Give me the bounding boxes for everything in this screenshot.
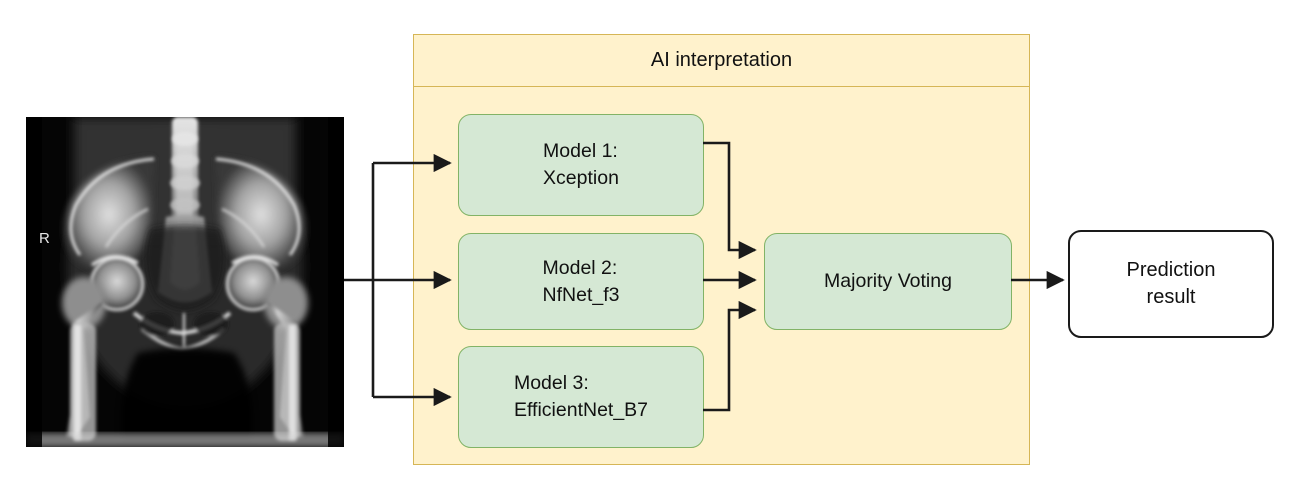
model-3-box[interactable]: Model 3: EfficientNet_B7 xyxy=(458,346,704,448)
xray-illustration xyxy=(26,117,344,447)
model-1-label: Model 1: Xception xyxy=(543,140,619,189)
majority-voting-label: Majority Voting xyxy=(824,270,952,293)
model-2-box[interactable]: Model 2: NfNet_f3 xyxy=(458,233,704,330)
prediction-result-label: Prediction result xyxy=(1126,259,1216,308)
ai-interpretation-container: AI interpretation Model 1: Xception Mode… xyxy=(413,34,1030,465)
model-1-box[interactable]: Model 1: Xception xyxy=(458,114,704,216)
xray-side-marker: R xyxy=(39,230,51,247)
majority-voting-box[interactable]: Majority Voting xyxy=(764,233,1012,330)
ai-interpretation-title: AI interpretation xyxy=(414,35,1029,87)
model-2-label: Model 2: NfNet_f3 xyxy=(542,256,620,306)
model-3-label: Model 3: EfficientNet_B7 xyxy=(513,372,649,421)
prediction-result-box[interactable]: Prediction result xyxy=(1068,230,1274,338)
pelvis-xray-image: R xyxy=(26,117,344,447)
